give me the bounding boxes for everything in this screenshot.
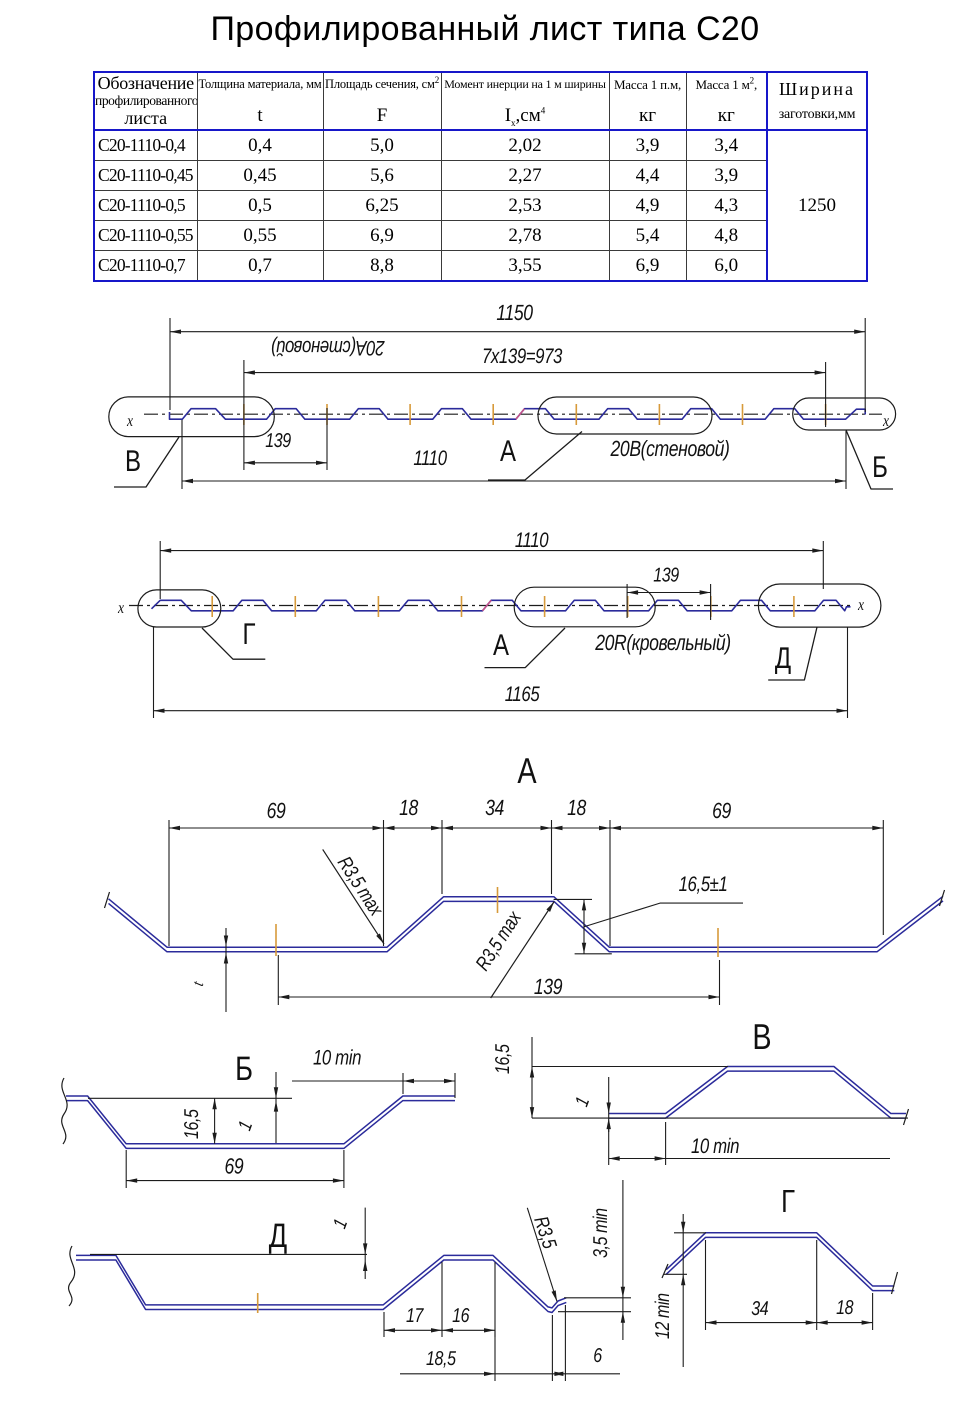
- svg-text:x: x: [117, 598, 124, 617]
- svg-text:17: 17: [406, 1305, 424, 1327]
- svg-text:Г: Г: [243, 618, 256, 651]
- svg-text:x: x: [857, 595, 864, 614]
- svg-text:1: 1: [572, 1095, 594, 1110]
- svg-text:69: 69: [712, 798, 731, 823]
- svg-text:1110: 1110: [413, 447, 447, 470]
- svg-text:139: 139: [534, 974, 562, 999]
- svg-text:20В(стеновой): 20В(стеновой): [610, 436, 730, 461]
- svg-text:t: t: [188, 978, 208, 988]
- svg-text:16,5: 16,5: [492, 1043, 514, 1074]
- svg-text:34: 34: [485, 795, 504, 820]
- svg-text:10 min: 10 min: [313, 1047, 361, 1070]
- svg-text:1110: 1110: [515, 529, 549, 552]
- svg-text:Г: Г: [781, 1183, 795, 1219]
- svg-text:3,5 min: 3,5 min: [590, 1208, 612, 1258]
- svg-text:R3,5 max: R3,5 max: [333, 853, 388, 921]
- svg-text:18,5: 18,5: [426, 1348, 457, 1370]
- svg-text:А: А: [517, 750, 536, 791]
- svg-text:Д: Д: [775, 642, 791, 675]
- svg-text:16: 16: [452, 1305, 470, 1327]
- svg-text:12 min: 12 min: [652, 1293, 674, 1339]
- svg-text:Б: Б: [235, 1050, 253, 1088]
- svg-text:x: x: [126, 411, 133, 430]
- svg-text:16,5: 16,5: [181, 1108, 203, 1139]
- svg-text:139: 139: [653, 565, 679, 587]
- svg-text:34: 34: [751, 1298, 768, 1320]
- svg-text:В: В: [125, 445, 141, 478]
- svg-text:69: 69: [225, 1154, 244, 1179]
- svg-text:18: 18: [836, 1297, 853, 1319]
- svg-text:R3,5: R3,5: [529, 1214, 560, 1252]
- svg-text:6: 6: [593, 1345, 603, 1367]
- svg-text:1: 1: [235, 1119, 257, 1134]
- svg-text:18: 18: [567, 795, 587, 820]
- svg-text:R3,5 max: R3,5 max: [472, 907, 527, 975]
- svg-text:20R(кровельный): 20R(кровельный): [594, 630, 730, 655]
- svg-text:69: 69: [267, 798, 286, 823]
- svg-text:x: x: [882, 411, 889, 430]
- svg-text:139: 139: [265, 430, 291, 452]
- svg-text:16,5±1: 16,5±1: [679, 873, 728, 896]
- svg-text:20А(стеновой): 20А(стеновой): [271, 336, 385, 359]
- svg-text:7x139=973: 7x139=973: [482, 345, 563, 368]
- svg-text:1: 1: [330, 1217, 352, 1232]
- svg-text:1150: 1150: [496, 300, 533, 325]
- svg-text:А: А: [500, 435, 516, 468]
- svg-text:А: А: [493, 629, 509, 662]
- svg-text:1165: 1165: [505, 683, 540, 706]
- svg-text:10 min: 10 min: [691, 1135, 739, 1158]
- svg-text:Б: Б: [872, 451, 888, 484]
- svg-text:Д: Д: [269, 1217, 287, 1255]
- svg-text:В: В: [752, 1016, 771, 1057]
- svg-text:18: 18: [399, 795, 419, 820]
